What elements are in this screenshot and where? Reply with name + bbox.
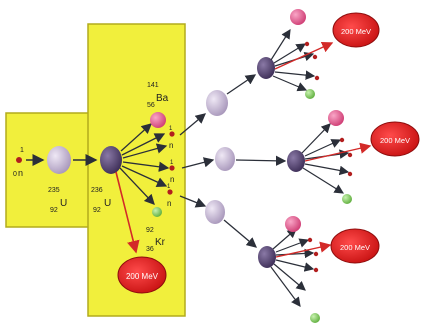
cluster-top: 200 MeV xyxy=(257,9,380,99)
energy-burst-icon xyxy=(117,256,167,294)
uranium-235-group: 235 92 U xyxy=(47,146,98,214)
neutron-charge-label: 0 xyxy=(13,171,17,178)
u235-symbol-label: U xyxy=(60,198,67,209)
cluster-bottom: 200 MeV xyxy=(258,216,380,323)
neutron-particle-icon xyxy=(16,157,22,163)
svg-text:1: 1 xyxy=(169,126,173,132)
neutron-2-icon xyxy=(169,165,175,171)
neutron-1-icon xyxy=(169,131,175,137)
cluster-middle: 200 MeV xyxy=(287,110,420,204)
kr-symbol-label: Kr xyxy=(155,237,166,248)
svg-text:200 MeV: 200 MeV xyxy=(340,243,370,252)
krypton-nucleus-icon xyxy=(152,207,162,217)
svg-text:1: 1 xyxy=(170,160,174,166)
kr-charge-label: 36 xyxy=(146,246,154,253)
svg-text:n: n xyxy=(167,199,171,208)
neutron-mass-label: 1 xyxy=(20,147,24,154)
energy-top-icon xyxy=(332,12,380,48)
uranium-236-nucleus-icon xyxy=(100,146,122,174)
u235-mass-label: 235 xyxy=(48,187,60,194)
svg-text:n: n xyxy=(169,141,173,150)
uranium-235-nucleus-icon xyxy=(47,146,71,174)
u235-second-bottom-icon xyxy=(205,200,225,224)
barium-mid-icon xyxy=(328,110,344,126)
released-neutrons: 1 n 1 n 1 n xyxy=(167,126,175,208)
neutron-symbol-label: n xyxy=(18,168,23,178)
ba-mass-label: 141 xyxy=(147,82,159,89)
u235-second-mid-icon xyxy=(215,147,235,171)
u236-top-icon xyxy=(257,57,275,79)
u236-bottom-icon xyxy=(258,246,276,268)
u235-charge-label: 92 xyxy=(50,207,58,214)
barium-bottom-icon xyxy=(285,216,301,232)
barium-nucleus-icon xyxy=(150,112,166,128)
energy-label: 200 MeV xyxy=(126,272,159,281)
svg-text:1: 1 xyxy=(167,184,171,190)
kr-mass-label: 92 xyxy=(146,227,154,234)
u236-symbol-label: U xyxy=(104,198,111,209)
barium-top-icon xyxy=(290,9,306,25)
fission-fanout xyxy=(115,123,170,254)
neutron-3-icon xyxy=(167,189,173,195)
svg-text:n: n xyxy=(170,175,174,184)
krypton-mid-icon xyxy=(342,194,352,204)
uranium-236-group: 236 92 U xyxy=(91,146,122,214)
u236-mid-icon xyxy=(287,150,305,172)
energy-mid-icon xyxy=(370,121,420,157)
u235-second-top-icon xyxy=(206,90,228,116)
energy-release-main: 200 MeV xyxy=(117,256,167,294)
krypton-bottom-icon xyxy=(310,313,320,323)
krypton-group: 92 36 Kr xyxy=(146,207,166,253)
ba-symbol-label: Ba xyxy=(156,93,169,104)
svg-text:200 MeV: 200 MeV xyxy=(341,27,371,36)
barium-group: 141 56 Ba xyxy=(147,82,169,128)
krypton-top-icon xyxy=(305,89,315,99)
ba-charge-label: 56 xyxy=(147,102,155,109)
energy-bottom-icon xyxy=(330,228,380,264)
u236-charge-label: 92 xyxy=(93,207,101,214)
incoming-neutron: 1 0 n xyxy=(13,147,45,178)
u236-mass-label: 236 xyxy=(91,187,103,194)
svg-text:200 MeV: 200 MeV xyxy=(380,136,410,145)
